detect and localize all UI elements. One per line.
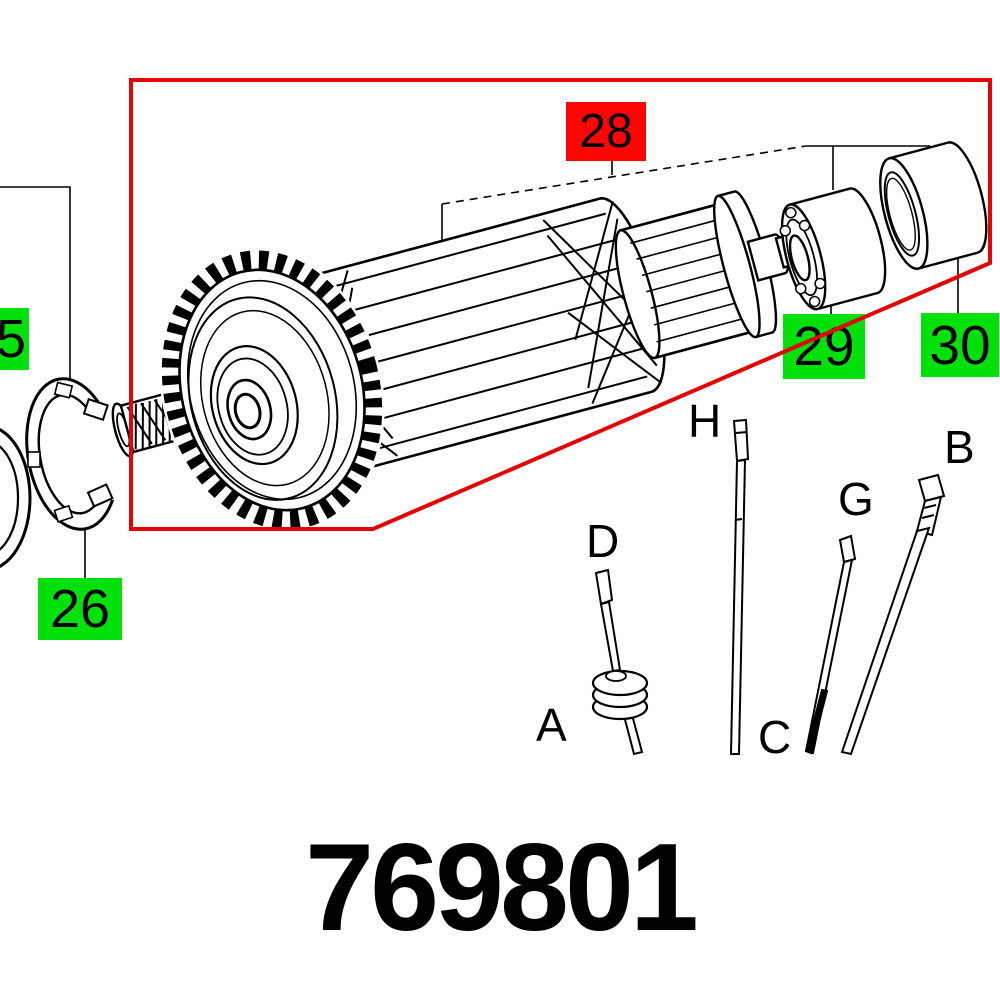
part-tag-28[interactable]: 28 — [566, 102, 646, 161]
tool-rod-h — [729, 418, 750, 755]
part-tag-26[interactable]: 26 — [38, 578, 122, 640]
leader-circlip-bracket — [0, 186, 71, 381]
part-tag-30[interactable]: 30 — [921, 313, 999, 377]
tool-letter-d: D — [586, 515, 620, 567]
circlip-hook-bottom — [86, 483, 114, 508]
grommet-drawing — [591, 669, 649, 721]
tool-letter-b: B — [944, 421, 975, 473]
tool-rods — [591, 418, 946, 756]
part-tag-29[interactable]: 29 — [783, 314, 865, 379]
part-number: 769801 — [305, 819, 699, 957]
tool-rod-g — [804, 534, 857, 755]
tool-letter-a: A — [536, 699, 567, 751]
sleeve-bearing-drawing — [879, 141, 988, 270]
tool-letter-h: H — [688, 395, 722, 447]
partial-ring-drawing — [0, 428, 32, 568]
tool-rod-d — [594, 568, 644, 756]
tool-letter-g: G — [838, 473, 874, 525]
ball-bearing-drawing — [779, 187, 887, 311]
circlip-hook-top — [82, 397, 109, 421]
circlip-drawing — [25, 377, 134, 531]
part-tag-25-partial[interactable]: 5 — [0, 308, 29, 370]
tool-letter-c: C — [758, 711, 792, 763]
